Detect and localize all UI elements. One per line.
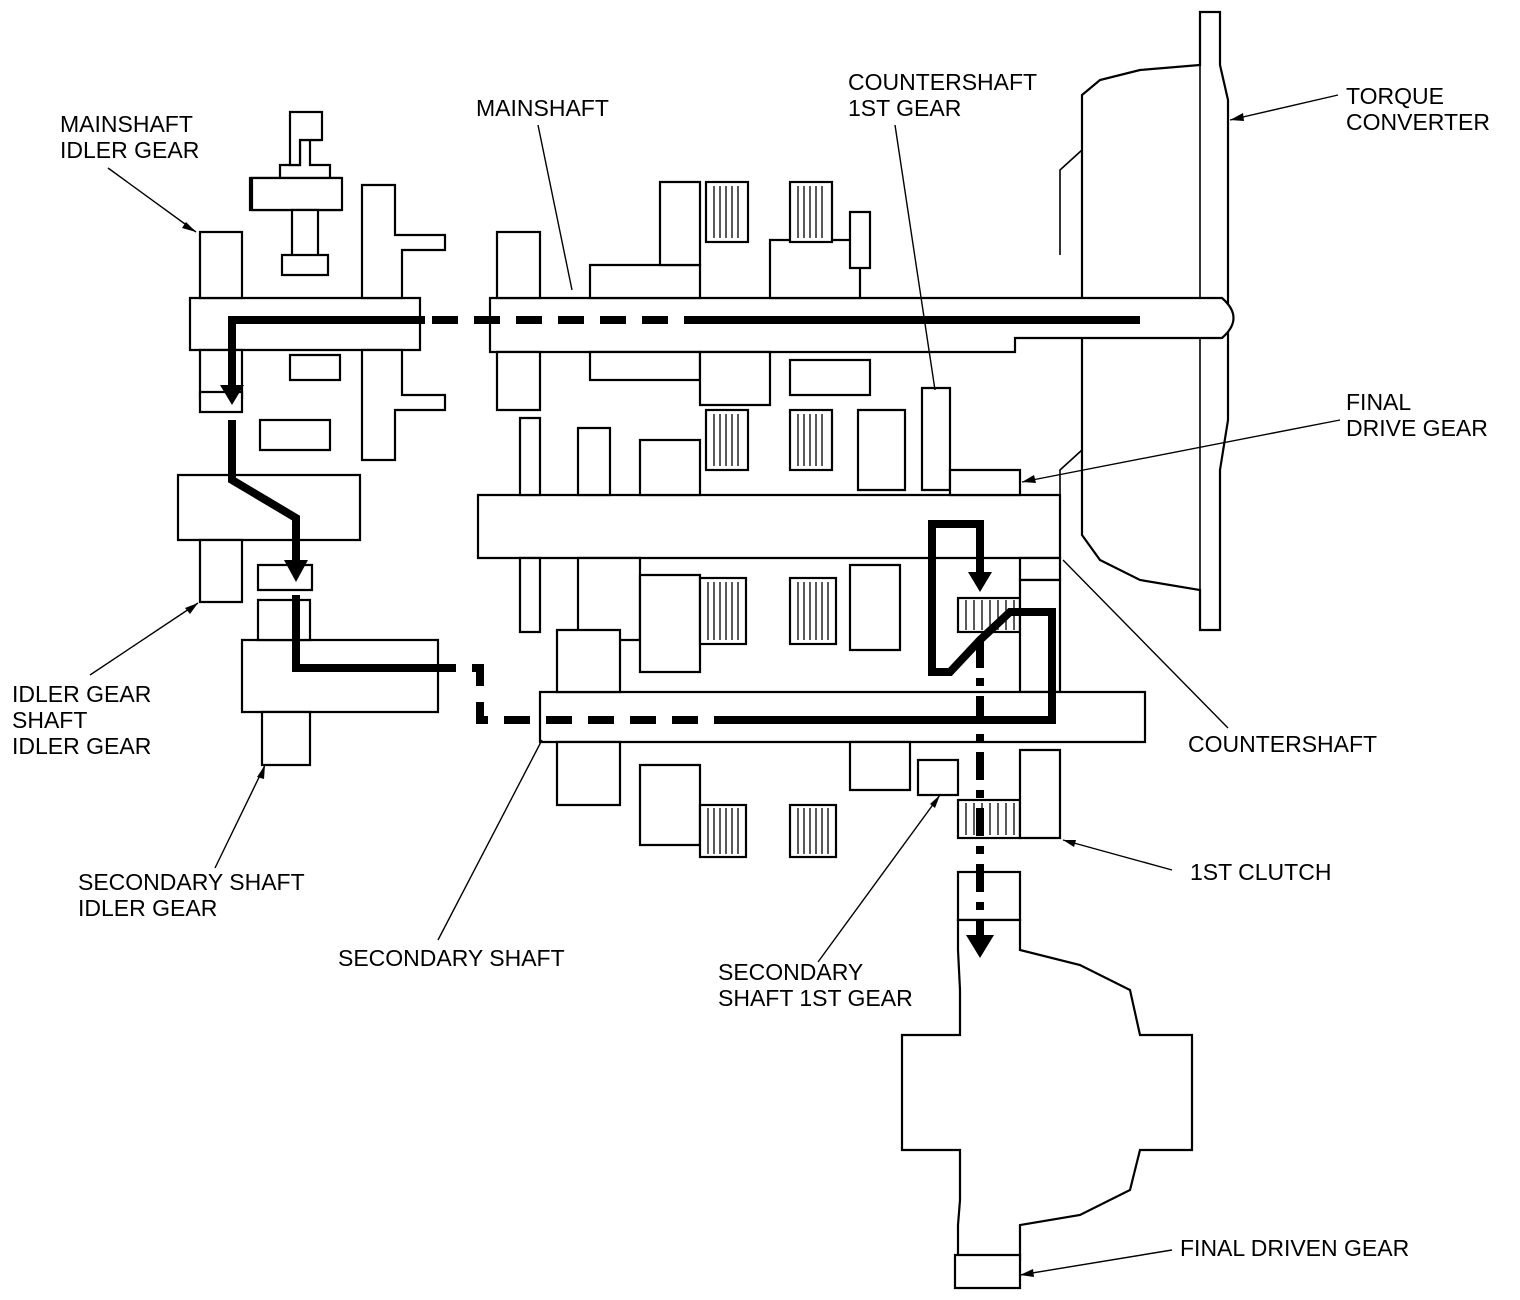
torque-converter-label: TORQUE CONVERTER bbox=[1346, 83, 1490, 135]
final-driven-gear bbox=[900, 870, 1194, 1290]
countershaft-1st-gear bbox=[856, 386, 952, 492]
labels: MAINSHAFT IDLER GEAR MAINSHAFT COUNTERSH… bbox=[12, 69, 1490, 1261]
countershaft bbox=[476, 416, 1062, 674]
upper-left-gear-stack bbox=[248, 110, 447, 462]
secondary-shaft-label: SECONDARY SHAFT bbox=[338, 945, 565, 971]
mainshaft-idler-gear-label: MAINSHAFT IDLER GEAR bbox=[60, 111, 199, 163]
countershaft-1st-gear-label: COUNTERSHAFT 1ST GEAR bbox=[848, 69, 1043, 121]
secondary-shaft-1st-gear-label: SECONDARY SHAFT 1ST GEAR bbox=[718, 959, 913, 1011]
idler-gear-shaft bbox=[176, 390, 362, 604]
secondary-shaft-left bbox=[240, 598, 440, 767]
final-driven-gear-label: FINAL DRIVEN GEAR bbox=[1180, 1235, 1409, 1261]
upper-middle-gear-stack bbox=[495, 180, 872, 412]
upper-clutch-packs bbox=[704, 180, 834, 472]
idler-gear-shaft-idler-gear-label: IDLER GEAR SHAFT IDLER GEAR bbox=[12, 681, 158, 759]
secondary-shaft-idler-gear-label: SECONDARY SHAFT IDLER GEAR bbox=[78, 869, 311, 921]
final-drive-gear-label: FINAL DRIVE GEAR bbox=[1346, 389, 1488, 441]
countershaft-label: COUNTERSHAFT bbox=[1188, 731, 1377, 757]
secondary-shaft-clutch-packs bbox=[698, 803, 838, 859]
1st-clutch-label: 1ST CLUTCH bbox=[1190, 859, 1331, 885]
mainshaft-label: MAINSHAFT bbox=[476, 95, 609, 121]
countershaft-clutch-packs bbox=[698, 563, 902, 652]
mainshaft bbox=[188, 296, 1235, 354]
leader-lines bbox=[89, 94, 1341, 1277]
